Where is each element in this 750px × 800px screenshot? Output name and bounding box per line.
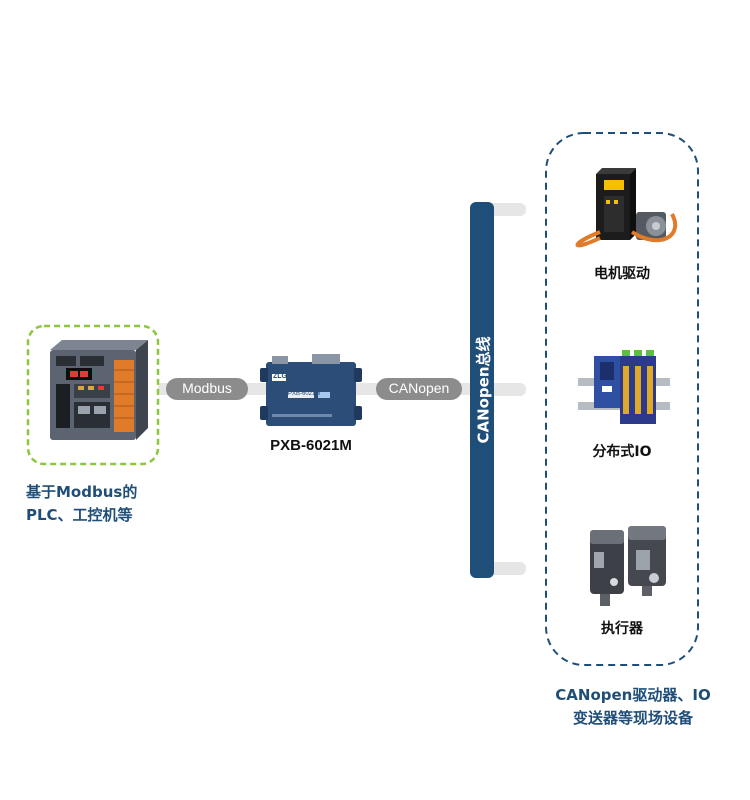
bus-label-text: CANopen总线 — [474, 336, 493, 444]
plc-caption-line2: PLC、工控机等 — [26, 506, 133, 524]
modbus-label: Modbus — [182, 380, 232, 396]
bus-stub-middle — [488, 383, 526, 396]
gateway-model-tag: PXB-6021M — [288, 391, 321, 397]
gateway-brand: ZLG — [273, 373, 287, 380]
gateway-name: PXB-6021M — [270, 437, 352, 454]
canopen-pill — [376, 378, 462, 400]
field-caption-line1: CANopen驱动器、IO — [555, 686, 711, 704]
field-caption-line2: 变送器等现场设备 — [572, 709, 693, 727]
canopen-link-label: CANopen — [388, 380, 450, 396]
plc-icon — [50, 340, 148, 440]
device-label-motor-drive: 电机驱动 — [594, 266, 650, 282]
device-label-distributed-io: 分布式IO — [592, 444, 652, 460]
field-devices-frame — [545, 132, 699, 666]
actuator-icon — [590, 526, 666, 606]
servo-motor-drive-icon — [575, 168, 678, 248]
distributed-io-icon — [578, 350, 670, 424]
plc-frame — [26, 324, 160, 466]
plc-caption: 基于Modbus的 PLC、工控机等 — [26, 481, 226, 527]
plc-caption-line1: 基于Modbus的 — [26, 483, 138, 501]
canopen-bus-bar — [470, 202, 494, 578]
field-caption: CANopen驱动器、IO 变送器等现场设备 — [520, 684, 746, 730]
bus-stub-bottom — [488, 562, 526, 575]
modbus-pill — [166, 378, 248, 400]
device-label-actuator: 执行器 — [601, 621, 643, 637]
bus-stub-top — [488, 203, 526, 216]
gateway-icon — [260, 354, 362, 426]
